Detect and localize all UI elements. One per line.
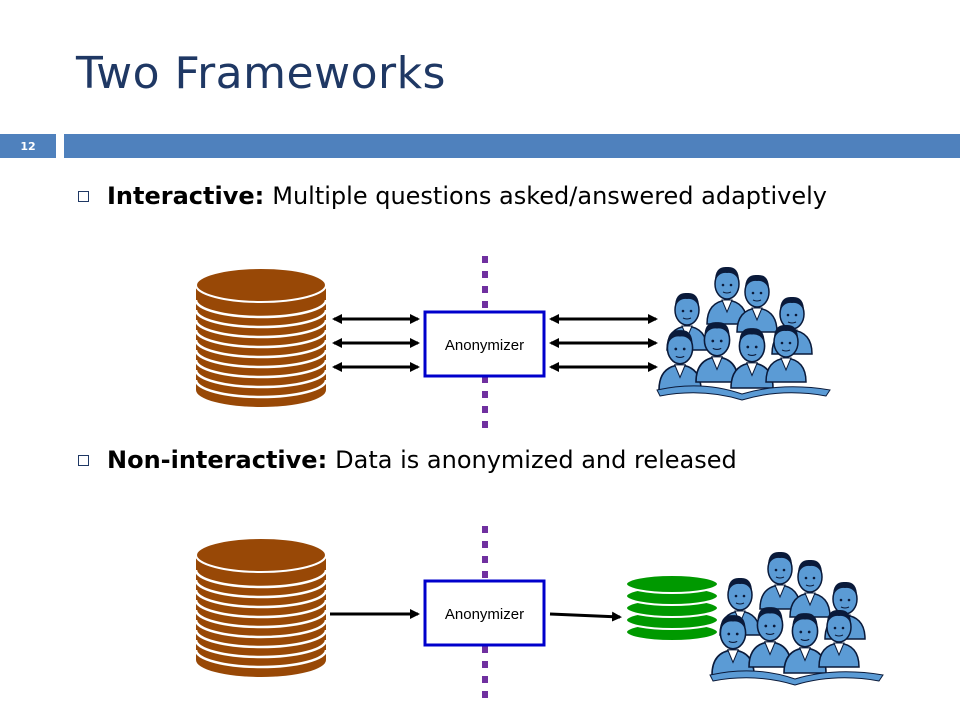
bullet-non-interactive: Non-interactive: Data is anonymized and …	[78, 446, 737, 474]
title-divider-bar	[64, 134, 960, 158]
database-icon	[194, 537, 328, 677]
query-arrows-left	[332, 314, 420, 372]
slide-title: Two Frameworks	[76, 48, 446, 99]
bullet-interactive: Interactive: Multiple questions asked/an…	[78, 182, 827, 210]
bullet-text: Multiple questions asked/answered adapti…	[272, 182, 827, 210]
query-arrows-right	[549, 314, 658, 372]
analysts-group-icon	[657, 267, 830, 400]
release-arrow-out	[549, 611, 622, 622]
bullet-square-icon	[78, 190, 89, 202]
database-icon	[194, 267, 328, 407]
bullet-term: Interactive:	[107, 182, 265, 210]
bullet-term: Non-interactive:	[107, 446, 328, 474]
anonymizer-label: Anonymizer	[445, 337, 524, 354]
anonymizer-box: Anonymizer	[423, 310, 546, 378]
anonymizer-label: Anonymizer	[445, 606, 524, 623]
bullet-square-icon	[78, 454, 89, 466]
bullet-text: Data is anonymized and released	[335, 446, 737, 474]
public-group-icon	[710, 552, 883, 685]
slide-number: 12	[0, 134, 56, 158]
released-data-icon	[625, 574, 719, 642]
anonymizer-box: Anonymizer	[423, 579, 546, 647]
